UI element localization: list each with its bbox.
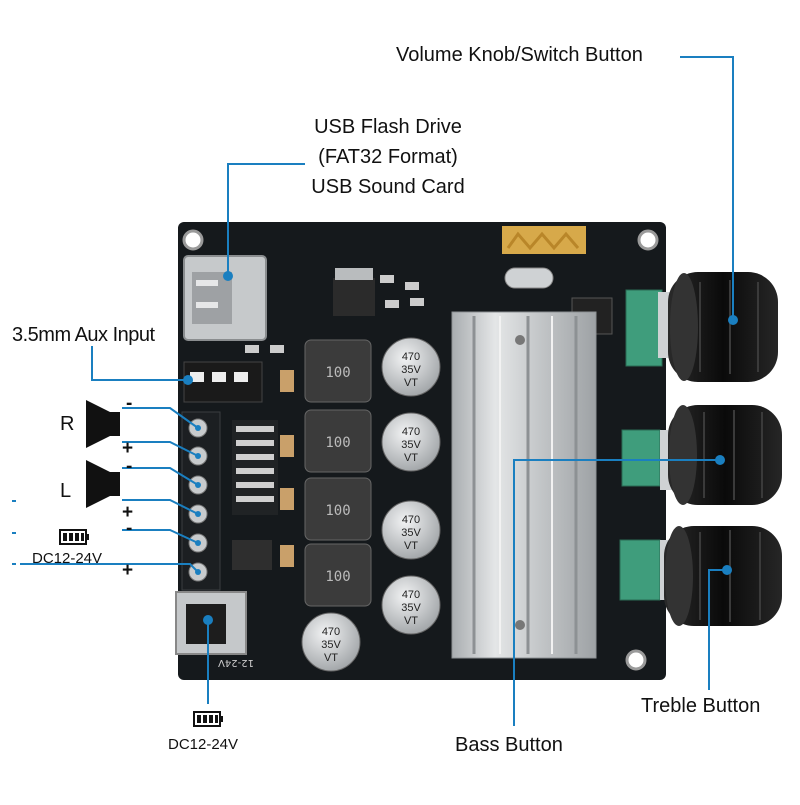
volume-label: Volume Knob/Switch Button [396,44,643,66]
left-plus-label: + [122,502,134,523]
dc-side-label: DC12-24V [32,550,103,567]
inductor-label: 100 [325,435,350,451]
terminal-block [181,411,221,591]
capacitor-voltage: 35V [321,639,341,651]
battery-icon [59,529,89,545]
capacitor-series: VT [324,652,338,664]
right-minus-label: - [126,393,133,414]
capacitor-voltage: 35V [401,602,421,614]
capacitor-voltage: 35V [401,527,421,539]
capacitors [301,337,441,672]
capacitor-value: 470 [322,626,340,638]
capacitor-voltage: 35V [401,364,421,376]
mount-hole [637,229,659,251]
usb-label-line3: USB Sound Card [311,176,465,198]
capacitor-value: 470 [402,426,420,438]
capacitor-series: VT [404,540,418,552]
capacitor-voltage: 35V [401,439,421,451]
voltage-regulator [333,278,375,316]
inductor-label: 100 [325,503,350,519]
right-plus-label: + [122,438,134,459]
usb-label-line2: (FAT32 Format) [318,146,458,168]
capacitor-value: 470 [402,351,420,363]
leader-lines [20,56,734,726]
inductor-label: 100 [325,569,350,585]
bass-label: Bass Button [455,734,563,756]
mount-hole [182,229,204,251]
capacitor-series: VT [404,452,418,464]
dc-bottom-label: DC12-24V [168,736,239,753]
capacitor-series: VT [404,377,418,389]
battery-icon [193,711,223,727]
mount-hole [625,649,647,671]
right-channel-label: R [60,413,75,435]
power-minus-label: - [126,518,133,539]
capacitor-series: VT [404,615,418,627]
left-minus-label: - [126,456,133,477]
crystal [504,267,554,289]
heatsink [451,311,597,659]
inductors [304,339,372,607]
treble-knob [664,526,782,626]
speaker-icon-left [86,460,120,508]
treble-label: Treble Button [641,695,761,717]
left-channel-label: L [60,480,72,502]
capacitor-value: 470 [402,514,420,526]
inductor-label: 100 [325,365,350,381]
potentiometers [619,289,672,601]
speaker-icon-right [86,400,120,448]
power-plus-label: + [122,560,134,581]
volume-knob [668,272,778,382]
silkscreen-voltage: 12-24V [218,657,254,668]
usb-label-line1: USB Flash Drive [314,116,462,138]
aux-label: 3.5mm Aux Input [12,324,155,346]
capacitor-value: 470 [402,589,420,601]
bass-knob [668,405,782,505]
